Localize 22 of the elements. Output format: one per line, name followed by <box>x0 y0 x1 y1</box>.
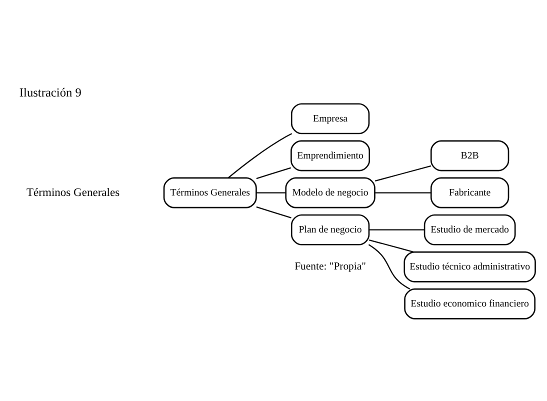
connector <box>228 132 292 178</box>
connector <box>369 238 414 252</box>
connector <box>256 192 286 193</box>
node-box: B2B <box>430 140 510 171</box>
label: Términos Generales <box>26 186 120 198</box>
caption: Fuente: "Propia" <box>294 260 366 272</box>
connector <box>374 164 432 181</box>
node-box: Plan de negocio <box>290 214 370 245</box>
node-box: Términos Generales <box>163 176 257 208</box>
node-box: Estudio técnico administrativo <box>404 250 536 282</box>
connector <box>256 206 292 218</box>
connector <box>369 228 424 230</box>
connector <box>368 244 410 290</box>
node-box: Emprendimiento <box>290 140 370 171</box>
node-box: Modelo de negocio <box>285 176 376 208</box>
diagram-title: Ilustración 9 <box>19 84 82 99</box>
connector <box>375 192 431 193</box>
node-box: Estudio economico financiero <box>404 288 536 319</box>
connector <box>256 166 292 179</box>
node-box: Empresa <box>290 102 370 134</box>
node-box: Fabricante <box>430 176 510 208</box>
node-box: Estudio de mercado <box>424 214 516 245</box>
